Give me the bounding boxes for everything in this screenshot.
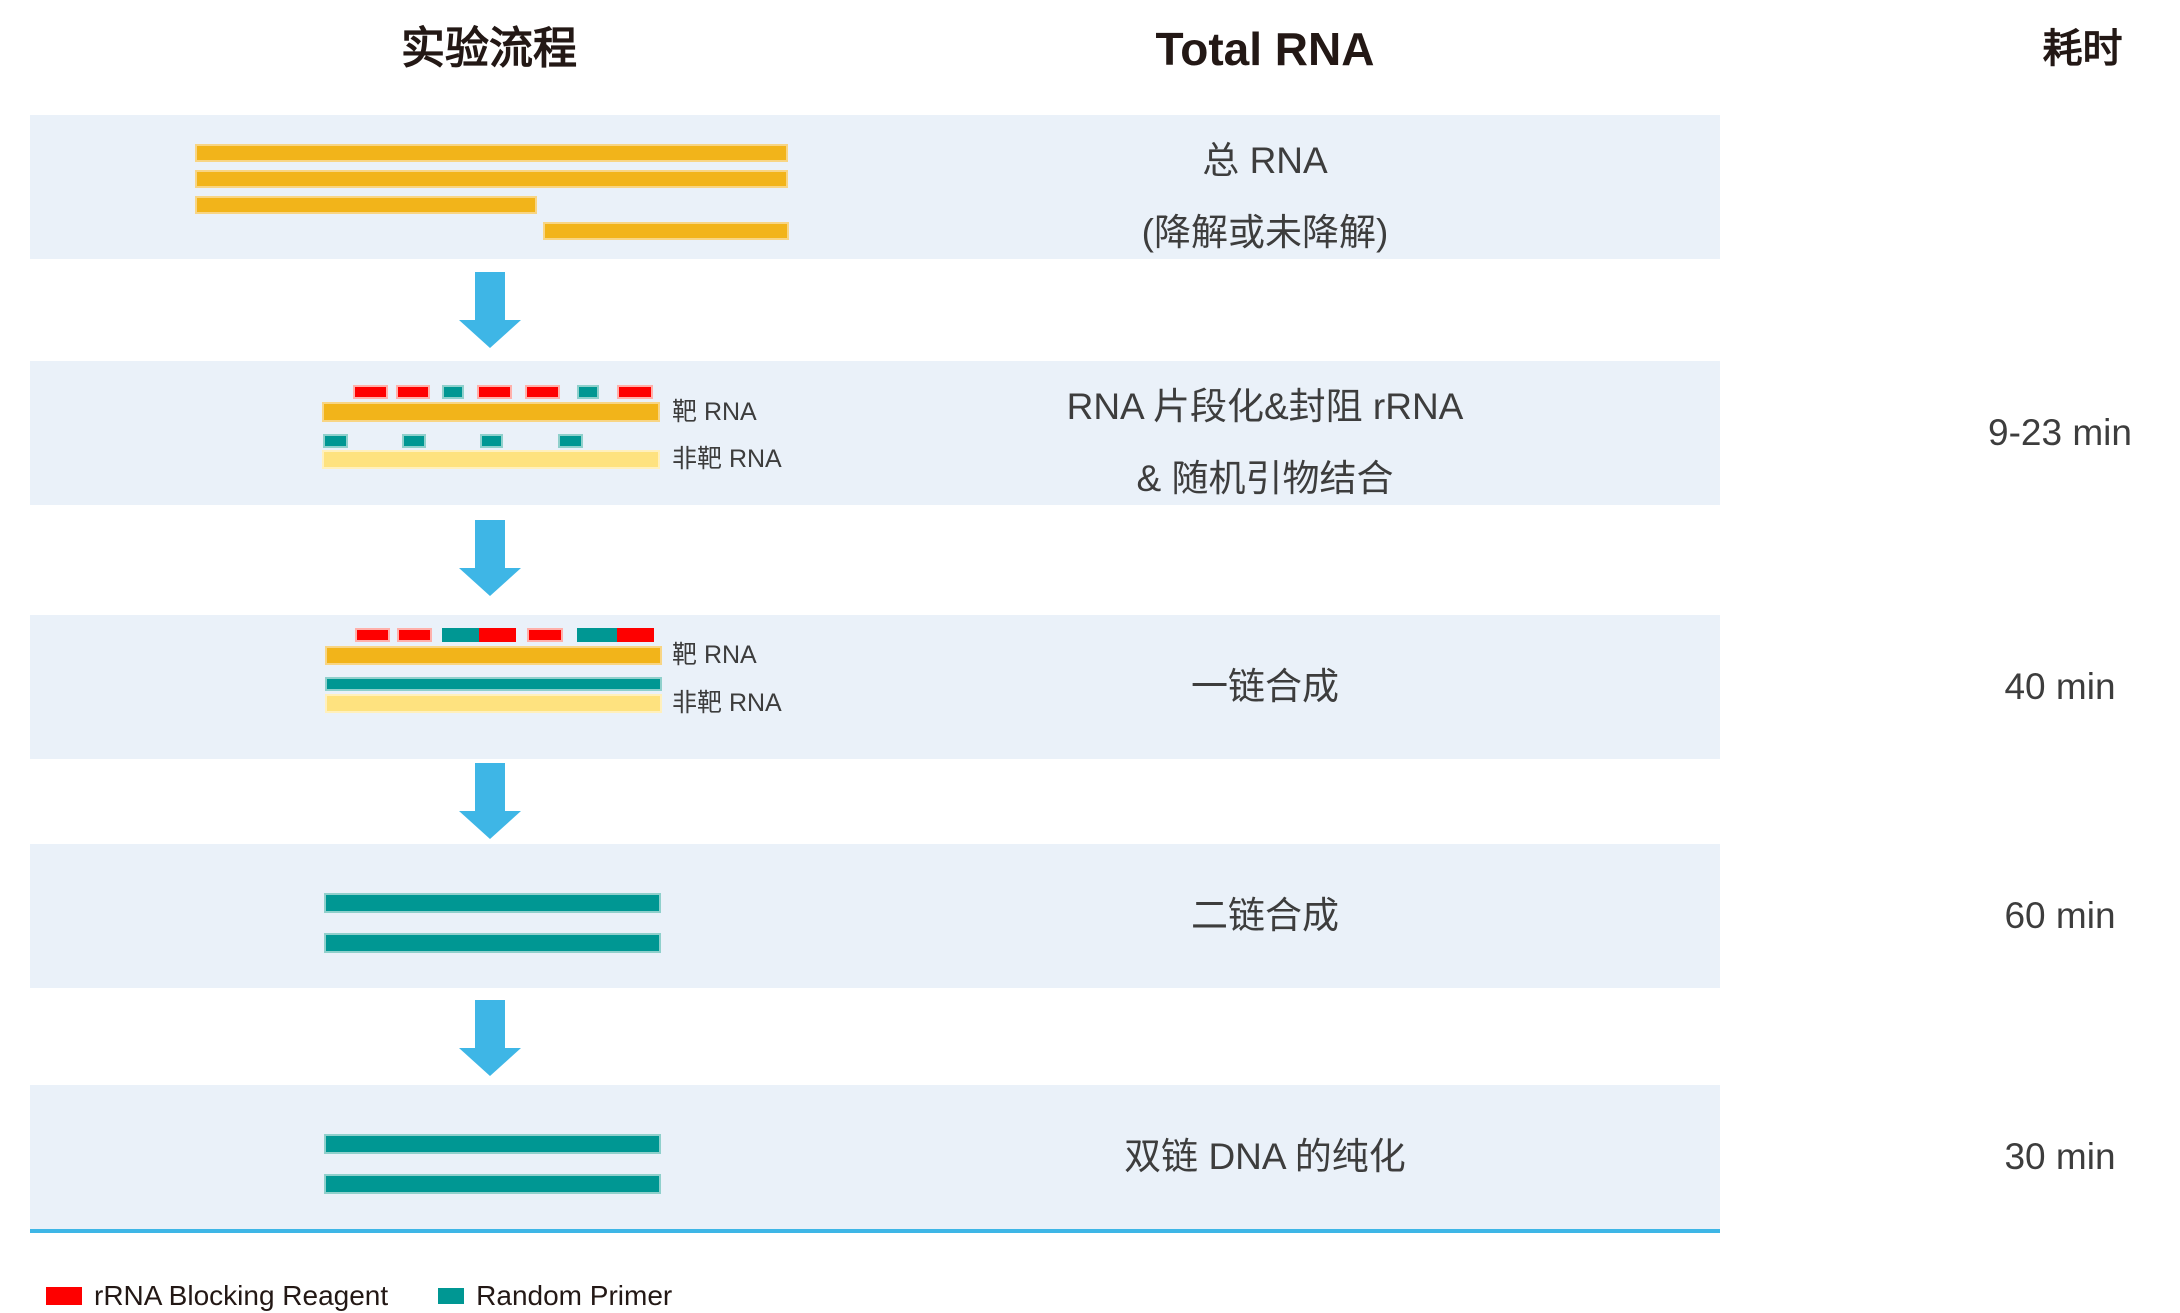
step-time: 9-23 min [1988,412,2132,453]
random-primer-segment [558,434,583,448]
step-description: 二链合成 [1191,895,1339,936]
double-strand-dna [324,1134,661,1154]
double-strand-dna [324,933,661,953]
rrna-blocking-segment [617,628,654,642]
rrna-blocking-segment [355,628,390,642]
down-arrow-icon [459,520,521,596]
total-rna-strand-fragment [543,222,789,240]
step-description-line1: RNA 片段化&封阻 rRNA [1066,386,1464,427]
target-rna-label: 靶 RNA [672,398,757,426]
rrna-blocking-segment [617,385,653,399]
step-description: RNA 片段化&封阻 rRNA & 随机引物结合 [750,371,1780,515]
first-strand-cdna [325,677,662,691]
random-primer-segment [442,628,479,642]
step-panel-first-strand: 靶 RNA 非靶 RNA 一链合成 [30,615,1720,759]
step-description-line2: & 随机引物结合 [1136,458,1394,499]
random-primer-swatch-icon [438,1288,465,1304]
total-rna-strand-fragment [195,196,537,214]
random-primer-segment [480,434,503,448]
primer-blocking-combo-segment [442,628,516,642]
double-strand-dna [324,1174,661,1194]
down-arrow-icon [459,1000,521,1076]
nontarget-rna-strand [322,450,660,469]
random-primer-segment [323,434,348,448]
random-primer-segment [442,385,464,399]
down-arrow-icon [459,272,521,348]
rrna-blocking-segment [353,385,388,399]
column-header-time: 耗时 [2042,27,2123,71]
legend-label-rrna-blocking: rRNA Blocking Reagent [94,1280,389,1311]
rrna-blocking-segment [527,628,563,642]
step-panel-second-strand: 二链合成 [30,844,1720,988]
target-rna-label: 靶 RNA [672,641,757,669]
random-primer-segment [577,385,599,399]
nontarget-rna-label: 非靶 RNA [672,445,782,473]
step-description: 一链合成 [1191,666,1339,707]
legend: rRNA Blocking Reagent Random Primer [46,1278,672,1313]
step-panel-purification: 双链 DNA 的纯化 [30,1085,1720,1233]
nontarget-rna-label: 非靶 RNA [672,689,782,717]
step-description: 双链 DNA 的纯化 [1124,1136,1406,1177]
rrna-blocking-segment [397,628,432,642]
double-strand-dna [324,893,661,913]
step-panel-total-rna: 总 RNA (降解或未降解) [30,115,1720,259]
step-time: 30 min [2004,1136,2116,1177]
down-arrow-icon [459,763,521,839]
step-panel-fragmentation: 靶 RNA 非靶 RNA RNA 片段化&封阻 rRNA & 随机引物结合 [30,361,1720,505]
rrna-blocking-segment [479,628,516,642]
primer-blocking-combo-segment [577,628,654,642]
column-header-total-rna: Total RNA [1155,23,1375,75]
step-description-line2: (降解或未降解) [1141,212,1389,253]
rrna-blocking-segment [525,385,560,399]
step-description-line1: 总 RNA [1202,140,1328,181]
total-rna-strand [195,170,788,188]
step-time: 40 min [2004,666,2116,707]
rrna-blocking-reagent-swatch-icon [46,1287,82,1305]
random-primer-segment [402,434,426,448]
step-description: 总 RNA (降解或未降解) [750,125,1780,269]
legend-label-random-primer: Random Primer [476,1280,673,1311]
random-primer-segment [577,628,617,642]
total-rna-strand [195,144,788,162]
target-rna-strand [322,402,660,422]
target-rna-strand [325,646,662,665]
nontarget-rna-strand [325,694,662,713]
rrna-blocking-segment [477,385,512,399]
rrna-blocking-segment [396,385,430,399]
step-time: 60 min [2004,895,2116,936]
column-header-workflow: 实验流程 [401,24,577,73]
